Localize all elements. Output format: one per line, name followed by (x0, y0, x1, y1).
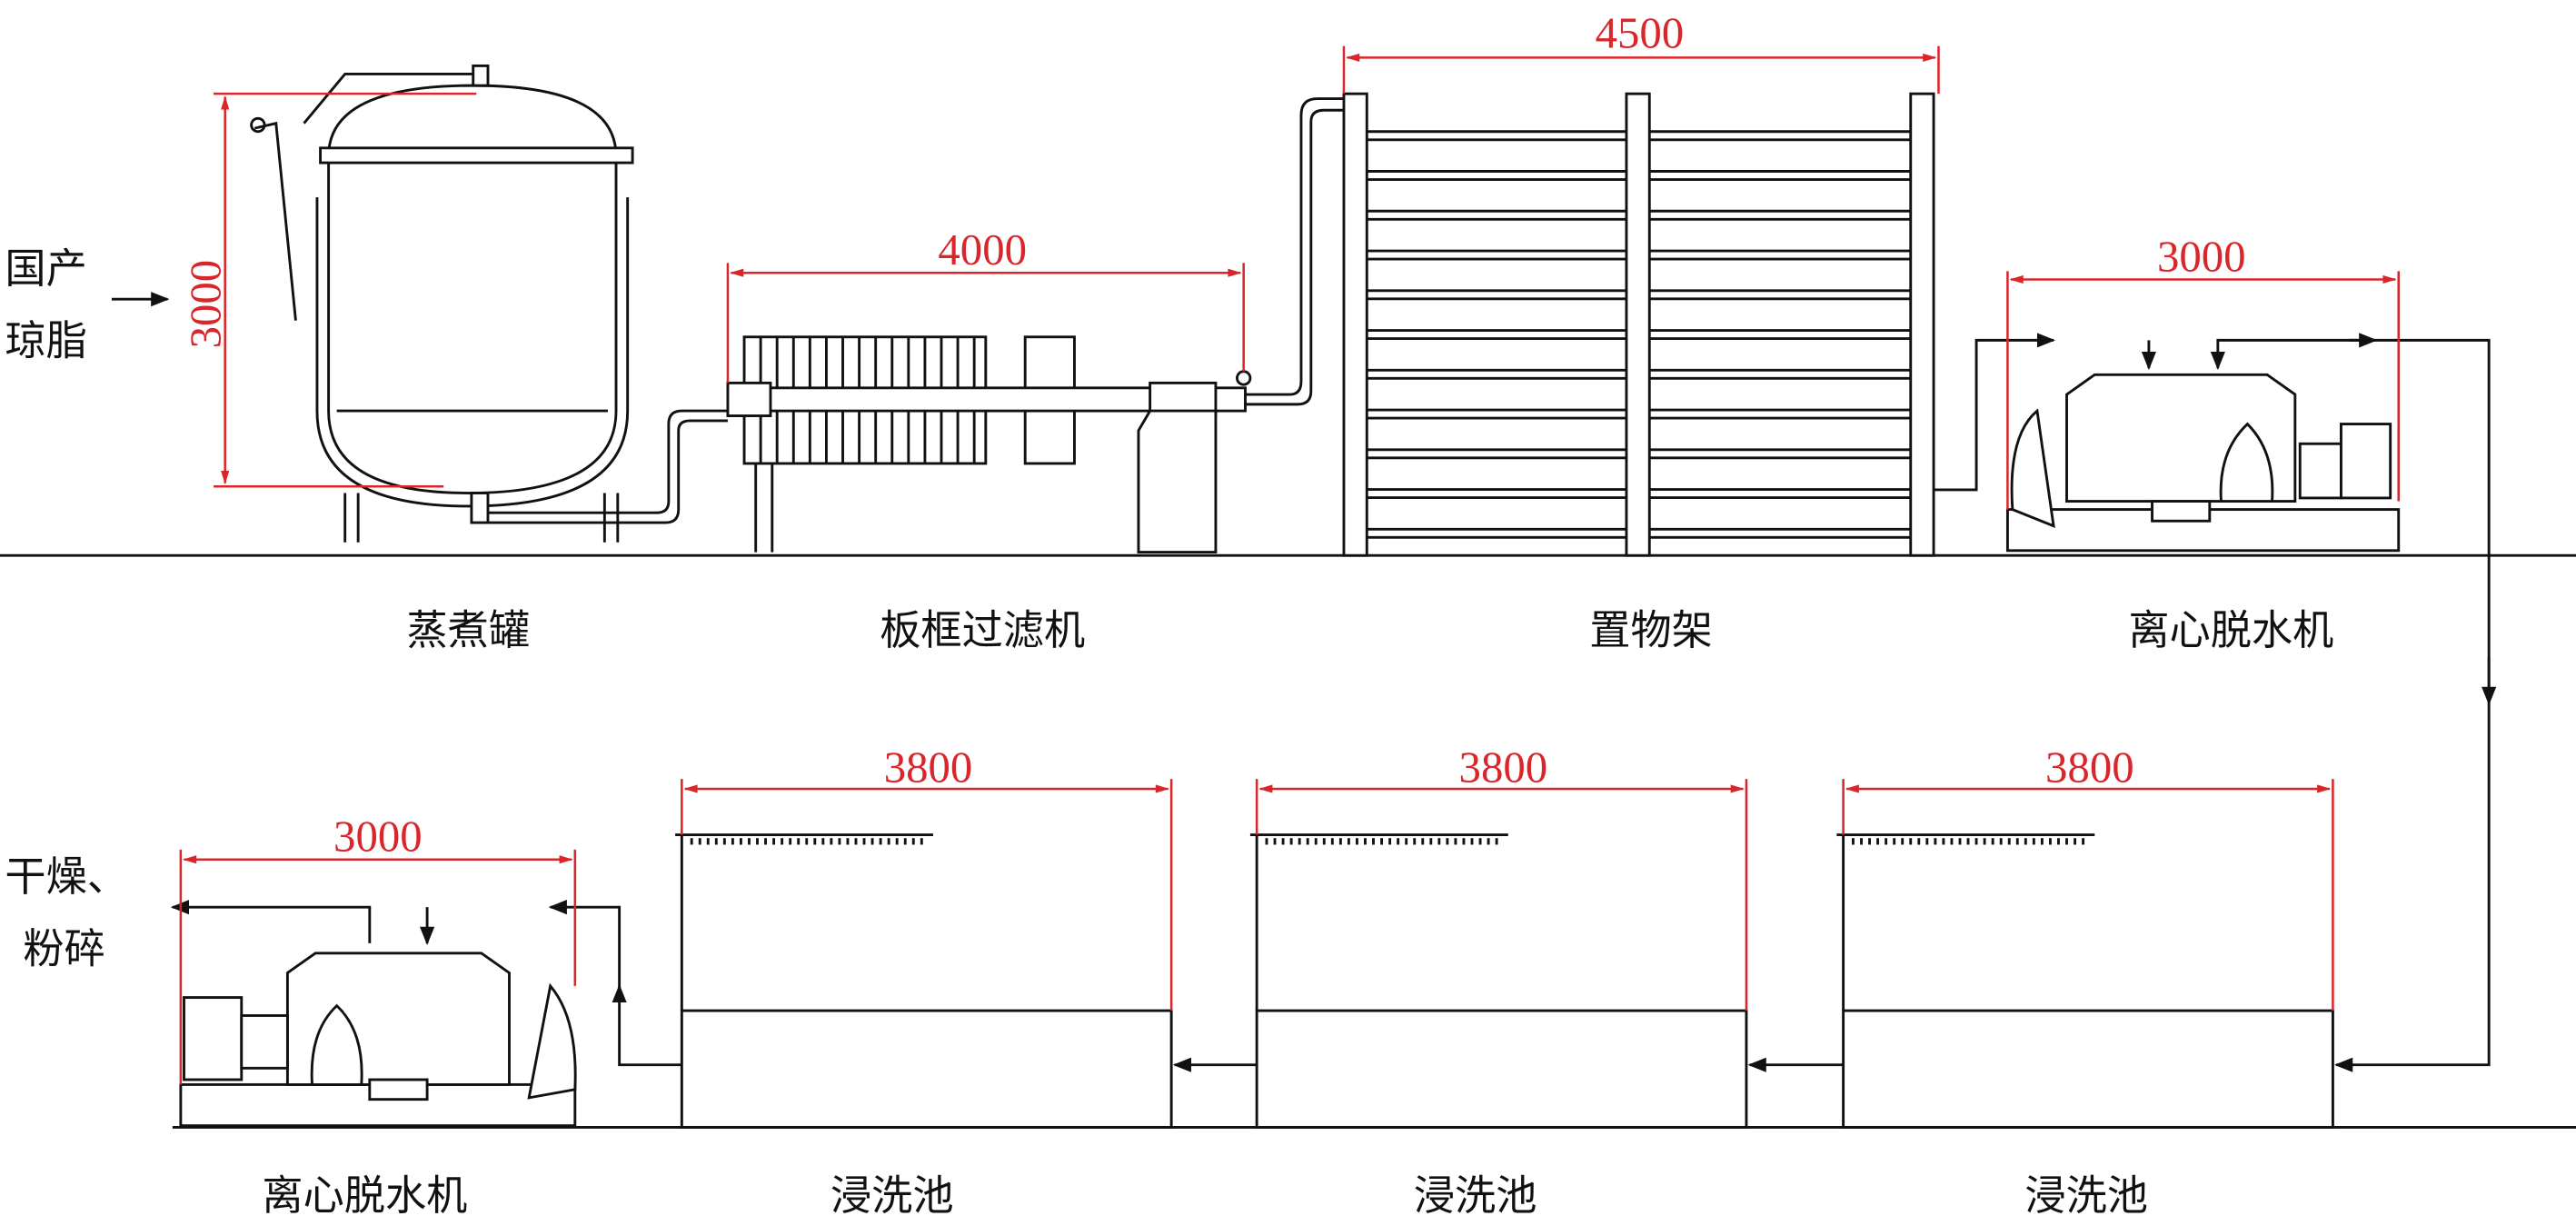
storage-rack (1342, 92, 1935, 557)
label-centrifuge-1: 离心脱水机 (2128, 606, 2333, 654)
centrifuge-1 (1934, 333, 2497, 1072)
tank-height-dimension: 3000 (181, 260, 230, 349)
pool-dimension-3: 3800 (2045, 743, 2134, 792)
centrifuge-2 (170, 900, 577, 1128)
label-pool-3: 浸洗池 (2024, 1171, 2148, 1220)
plate-frame-filter-press (726, 97, 1344, 554)
label-centrifuge-2: 离心脱水机 (262, 1171, 467, 1220)
label-pool-1: 浸洗池 (830, 1171, 954, 1220)
pool-dimension-1: 3800 (884, 743, 973, 792)
label-pool-2: 浸洗池 (1414, 1171, 1537, 1220)
input-label-line1: 国产 (5, 244, 86, 293)
centrifuge2-width-dimension: 3000 (333, 812, 423, 862)
pool-dimension-2: 3800 (1459, 743, 1548, 792)
label-storage-rack: 置物架 (1589, 606, 1713, 654)
output-label-line1: 干燥、 (5, 852, 128, 901)
output-label-line2: 粉碎 (23, 925, 104, 973)
filter-width-dimension: 4000 (938, 225, 1027, 274)
input-label-line2: 琼脂 (5, 317, 86, 365)
rack-width-dimension: 4500 (1596, 9, 1685, 58)
label-cooking-tank: 蒸煮罐 (407, 606, 531, 654)
soaking-pool-1 (675, 779, 1173, 1129)
centrifuge1-width-dimension: 3000 (2157, 232, 2246, 281)
soaking-pool-2 (1249, 779, 1748, 1129)
cooking-tank (250, 64, 728, 543)
label-filter-press: 板框过滤机 (880, 606, 1085, 654)
soaking-pool-3 (1836, 779, 2334, 1129)
